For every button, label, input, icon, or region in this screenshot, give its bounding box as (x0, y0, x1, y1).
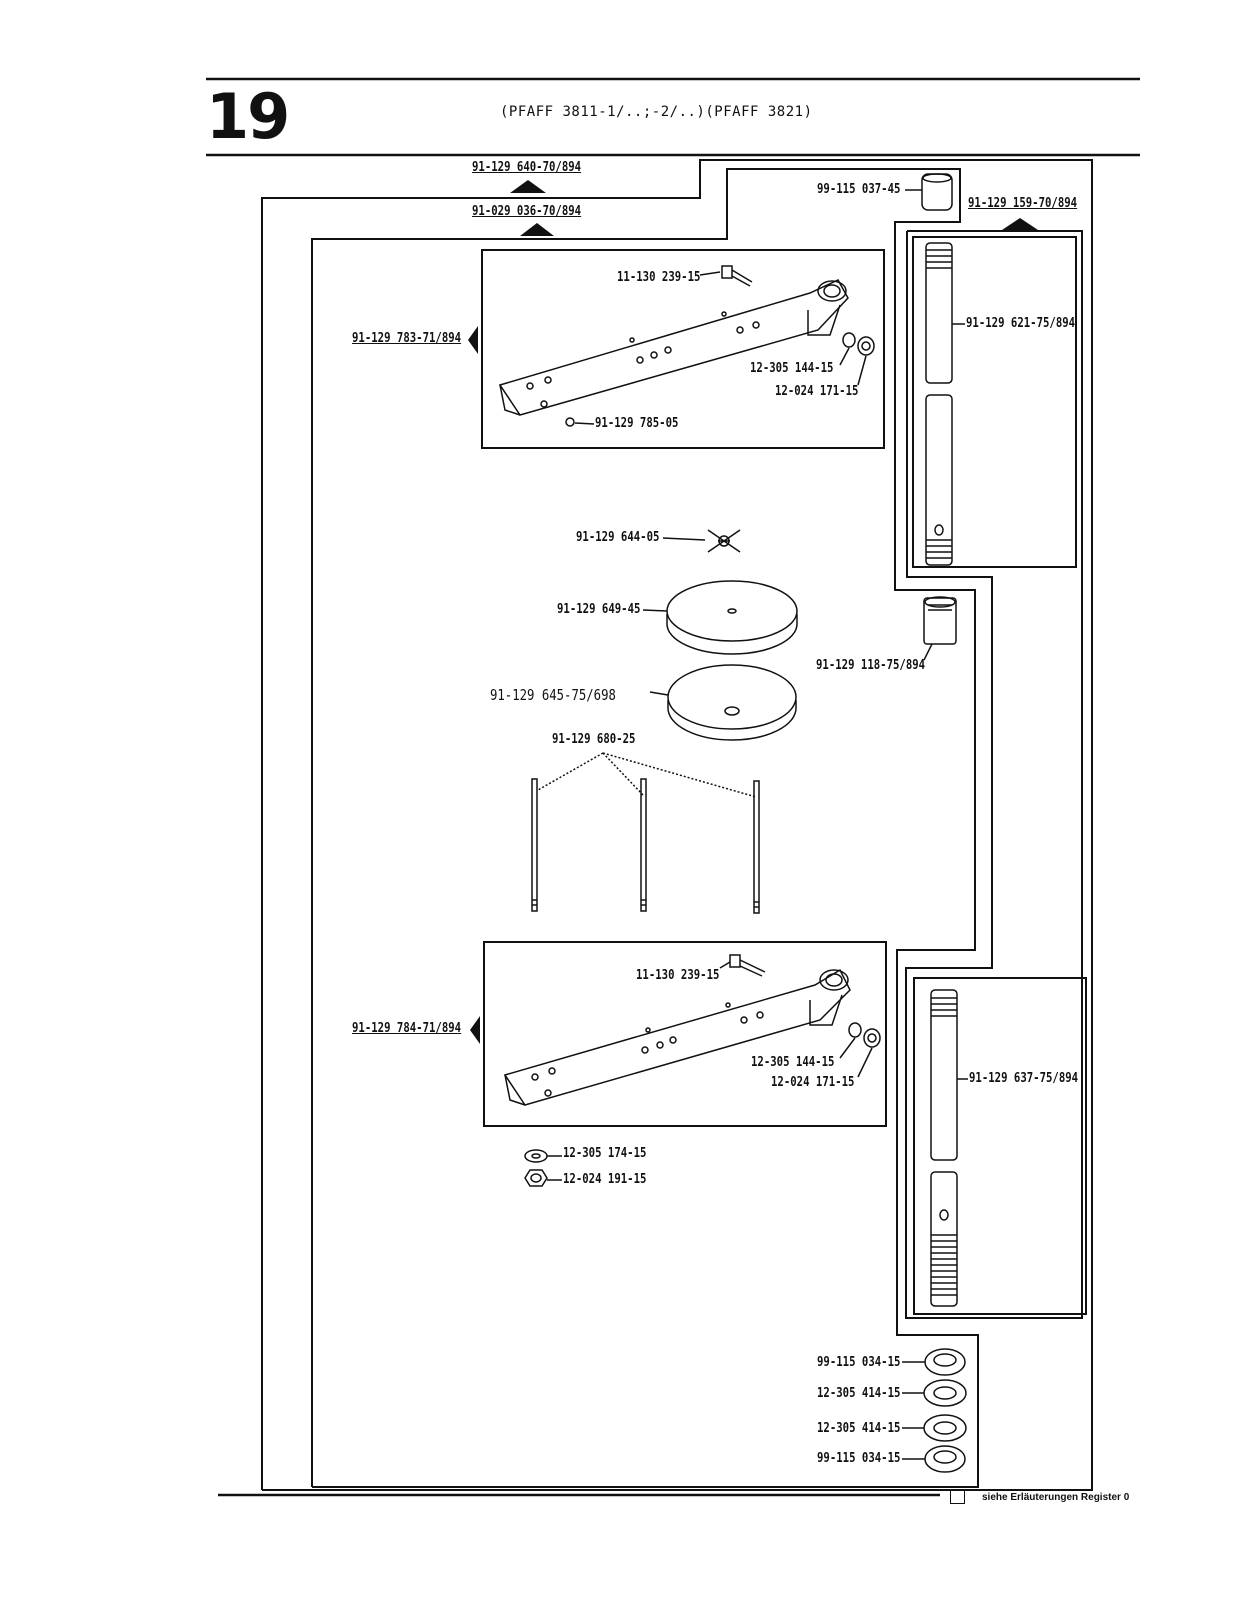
rods-part (531, 752, 760, 914)
lower-screw-label: 11-130 239-15 (636, 968, 720, 983)
lower-arm-box (483, 941, 887, 1127)
upper-arm-assembly-label: 91-129 783-71/894 (352, 331, 462, 346)
coupling-label: 91-129 118-75/894 (816, 658, 926, 673)
lower-arm-part (503, 954, 881, 1106)
rods-label: 91-129 680-25 (552, 732, 636, 747)
upper-pin-label: 91-129 785-05 (595, 416, 679, 431)
upper-screw-label: 11-130 239-15 (617, 270, 701, 285)
stack-nut-bottom-label: 99-115 034-15 (817, 1451, 901, 1466)
lower-tube-part (930, 989, 968, 1307)
inner-assembly-frame (311, 168, 979, 1488)
loose-nut-label: 12-024 191-15 (563, 1172, 647, 1187)
upper-arm-box (481, 249, 885, 449)
footer-legend-box (950, 1490, 965, 1504)
fastener-stack-part (902, 1348, 967, 1473)
disc-top-part (642, 580, 798, 655)
stack-nut-top-label: 99-115 034-15 (817, 1355, 901, 1370)
column-assembly-label: 91-129 159-70/894 (968, 196, 1078, 211)
cap-part (905, 173, 953, 211)
spider-part (662, 529, 741, 553)
upper-tube-box (912, 236, 1077, 568)
upper-nut-label: 12-024 171-15 (775, 384, 859, 399)
outer-assembly-frame (261, 159, 1093, 1491)
lower-tube-box (913, 977, 1087, 1315)
lower-arm-marker (470, 1016, 480, 1044)
disc-top-label: 91-129 649-45 (557, 602, 641, 617)
column-assembly-frame (905, 230, 1083, 1319)
coupling-part (923, 596, 957, 661)
outer-assembly-label: 91-129 640-70/894 (472, 160, 582, 175)
lower-arm-assembly-label: 91-129 784-71/894 (352, 1021, 462, 1036)
lower-washer-label: 12-305 144-15 (751, 1055, 835, 1070)
upper-tube-part (925, 242, 965, 566)
stack-washer-2-label: 12-305 414-15 (817, 1421, 901, 1436)
cap-label: 99-115 037-45 (817, 182, 901, 197)
upper-arm-marker (468, 326, 478, 354)
loose-washer-label: 12-305 174-15 (563, 1146, 647, 1161)
footer-note: siehe Erläuterungen Register 0 (982, 1492, 1130, 1503)
stack-washer-1-label: 12-305 414-15 (817, 1386, 901, 1401)
inner-assembly-marker (520, 223, 554, 236)
page-title: (PFAFF 3811-1/..;-2/..)(PFAFF 3821) (500, 104, 813, 120)
column-assembly-marker (1002, 218, 1038, 230)
disc-bottom-part (649, 664, 797, 741)
lower-nut-label: 12-024 171-15 (771, 1075, 855, 1090)
spider-label: 91-129 644-05 (576, 530, 660, 545)
inner-assembly-label: 91-029 036-70/894 (472, 204, 582, 219)
page-number: 19 (206, 80, 290, 153)
upper-arm-part (498, 265, 875, 427)
outer-assembly-marker (510, 180, 546, 193)
upper-tube-label: 91-129 621-75/894 (966, 316, 1076, 331)
lower-tube-label: 91-129 637-75/894 (969, 1071, 1079, 1086)
loose-fasteners-part (524, 1149, 562, 1187)
upper-washer-label: 12-305 144-15 (750, 361, 834, 376)
disc-bottom-label: 91-129 645-75/698 (490, 686, 616, 704)
